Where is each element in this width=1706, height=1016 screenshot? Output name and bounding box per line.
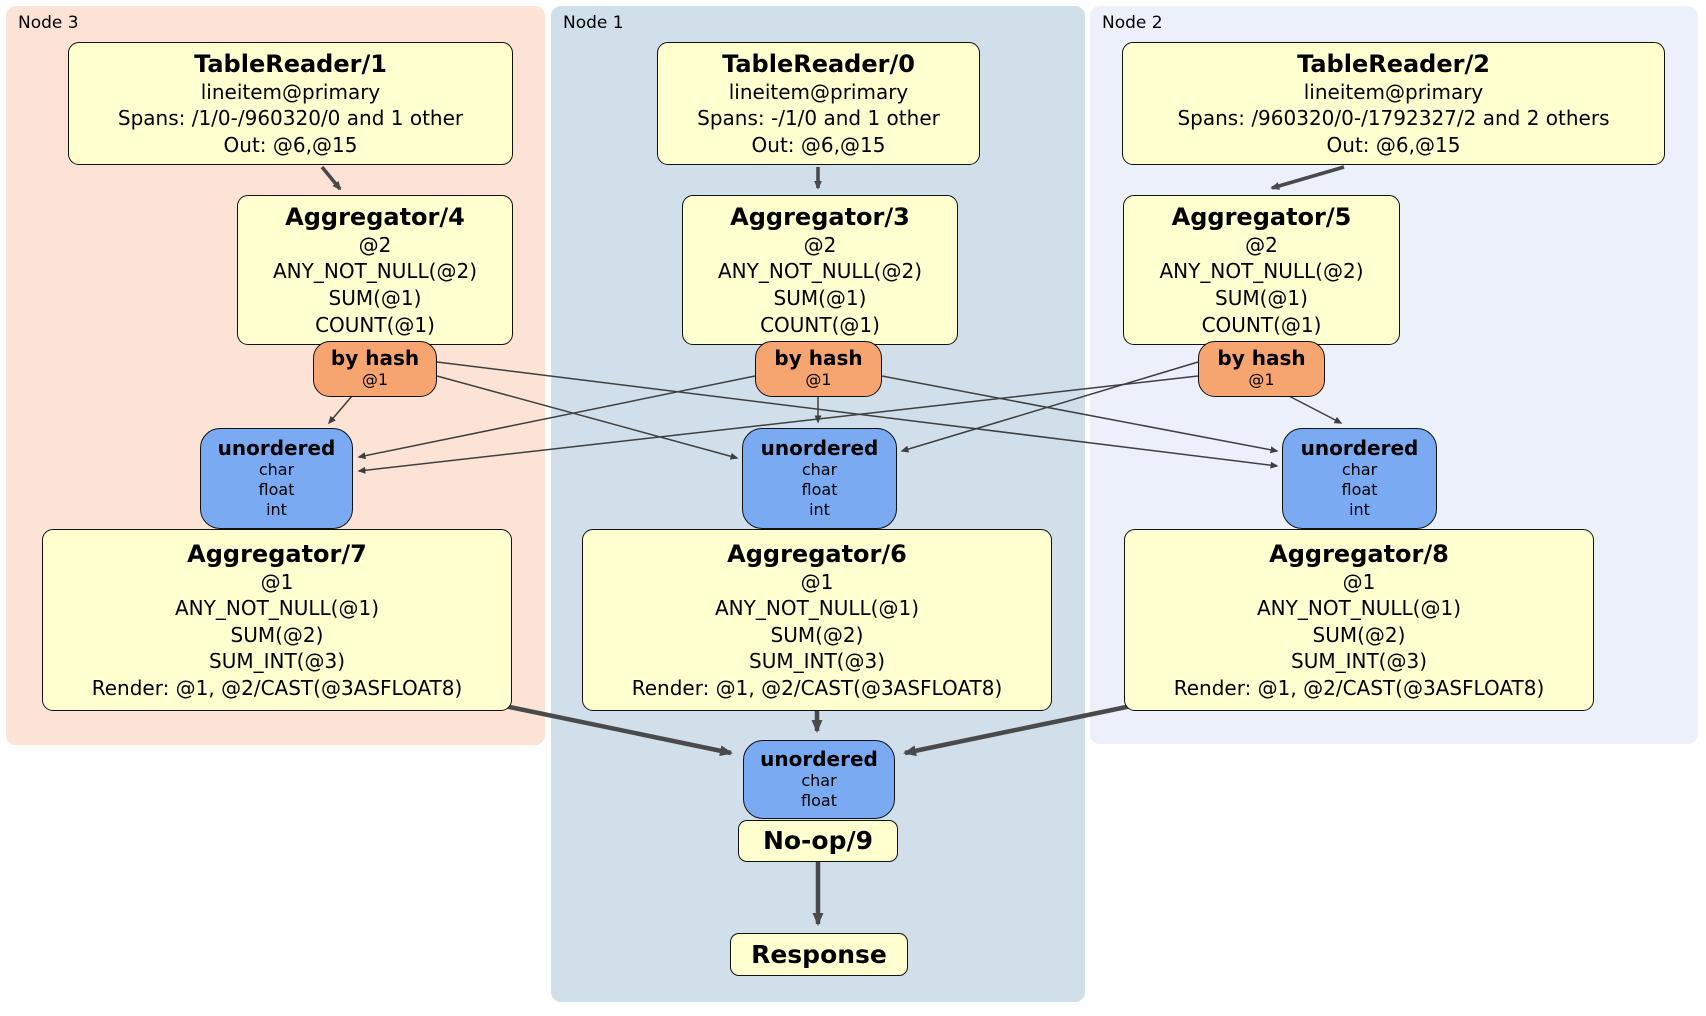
node-line: char [1341, 459, 1378, 479]
node-line: SUM(@2) [1312, 622, 1406, 647]
tablereader-2-node: TableReader/2 lineitem@primary Spans: /9… [1122, 42, 1665, 165]
node-line: Render: @1, @2/CAST(@3ASFLOAT8) [91, 675, 463, 700]
node-title: by hash [1217, 346, 1306, 371]
node-line: COUNT(@1) [760, 312, 880, 337]
node-line: char [801, 770, 837, 790]
node-line: ANY_NOT_NULL(@1) [175, 596, 379, 621]
node-line: @2 [1245, 232, 1278, 257]
node-title: TableReader/2 [1297, 49, 1490, 78]
aggregator-4-node: Aggregator/4 @2 ANY_NOT_NULL(@2) SUM(@1)… [237, 195, 513, 345]
region-label: Node 3 [18, 13, 79, 33]
by-hash-router-node2: by hash @1 [1198, 341, 1325, 397]
tablereader-1-node: TableReader/1 lineitem@primary Spans: /1… [68, 42, 513, 165]
by-hash-router-node3: by hash @1 [313, 341, 437, 397]
node-line: @1 [1248, 370, 1275, 390]
node-line: int [1349, 500, 1370, 520]
node-title: unordered [760, 746, 878, 771]
node-line: lineitem@primary [728, 79, 909, 104]
node-line: Out: @6,@15 [751, 132, 886, 157]
region-label: Node 1 [563, 13, 624, 33]
node-line: Spans: /960320/0-/1792327/2 and 2 others [1177, 106, 1610, 131]
node-line: char [801, 459, 838, 479]
node-title: Aggregator/6 [727, 539, 907, 568]
node-line: @2 [358, 232, 392, 257]
node-title: Aggregator/8 [1269, 539, 1449, 568]
response-node: Response [730, 933, 908, 976]
node-line: Render: @1, @2/CAST(@3ASFLOAT8) [1173, 675, 1545, 700]
node-line: SUM(@2) [230, 622, 324, 647]
node-title: by hash [330, 346, 420, 371]
node-title: unordered [1300, 435, 1419, 460]
tablereader-0-node: TableReader/0 lineitem@primary Spans: -/… [657, 42, 980, 165]
node-line: Spans: /1/0-/960320/0 and 1 other [117, 106, 464, 131]
node-line: SUM(@1) [1215, 286, 1308, 310]
unordered-sync-node3: unordered char float int [200, 428, 353, 529]
by-hash-router-node1: by hash @1 [755, 341, 882, 397]
node-title: unordered [760, 435, 879, 460]
noop-node: No-op/9 [738, 820, 898, 862]
node-line: Out: @6,@15 [223, 132, 358, 157]
node-line: @1 [361, 370, 389, 390]
aggregator-7-node: Aggregator/7 @1 ANY_NOT_NULL(@1) SUM(@2)… [42, 529, 512, 711]
node-line: SUM_INT(@3) [209, 649, 345, 674]
node-title: TableReader/1 [194, 49, 387, 78]
aggregator-3-node: Aggregator/3 @2 ANY_NOT_NULL(@2) SUM(@1)… [682, 195, 958, 345]
node-line: COUNT(@1) [315, 312, 435, 337]
node-line: @1 [1342, 569, 1376, 594]
node-line: int [266, 500, 287, 520]
node-line: Render: @1, @2/CAST(@3ASFLOAT8) [631, 675, 1003, 700]
node-line: SUM(@2) [770, 622, 864, 647]
node-line: Out: @6,@15 [1326, 132, 1461, 157]
node-title: Response [751, 939, 887, 969]
node-line: ANY_NOT_NULL(@1) [715, 596, 919, 621]
node-title: Aggregator/3 [730, 202, 910, 231]
node-line: ANY_NOT_NULL(@2) [718, 259, 922, 284]
node-title: Aggregator/7 [187, 539, 367, 568]
node-line: @2 [803, 232, 837, 257]
node-title: No-op/9 [762, 826, 874, 856]
node-line: SUM(@1) [773, 286, 867, 310]
node-title: TableReader/0 [722, 49, 915, 78]
node-line: ANY_NOT_NULL(@2) [1159, 259, 1364, 284]
node-title: unordered [217, 435, 336, 460]
node-line: int [809, 500, 830, 520]
node-line: Spans: -/1/0 and 1 other [697, 106, 940, 131]
node-line: char [258, 459, 295, 479]
node-line: lineitem@primary [200, 79, 381, 104]
aggregator-5-node: Aggregator/5 @2 ANY_NOT_NULL(@2) SUM(@1)… [1123, 195, 1400, 345]
node-title: Aggregator/4 [285, 202, 465, 231]
node-line: float [258, 479, 295, 499]
node-line: @1 [800, 569, 834, 594]
unordered-sync-node2: unordered char float int [1282, 428, 1437, 529]
node-line: @1 [260, 569, 294, 594]
node-line: lineitem@primary [1303, 79, 1484, 104]
node-line: float [1341, 479, 1378, 499]
node-line: ANY_NOT_NULL(@2) [273, 259, 477, 284]
aggregator-8-node: Aggregator/8 @1 ANY_NOT_NULL(@1) SUM(@2)… [1124, 529, 1594, 711]
aggregator-6-node: Aggregator/6 @1 ANY_NOT_NULL(@1) SUM(@2)… [582, 529, 1052, 711]
node-title: Aggregator/5 [1171, 202, 1352, 231]
node-line: SUM_INT(@3) [749, 649, 885, 674]
unordered-sync-final: unordered char float [743, 740, 895, 819]
node-line: float [801, 479, 838, 499]
unordered-sync-node1: unordered char float int [742, 428, 897, 529]
node-title: by hash [774, 346, 863, 371]
node-line: @1 [805, 370, 832, 390]
region-label: Node 2 [1102, 13, 1163, 33]
node-line: COUNT(@1) [1201, 312, 1322, 337]
node-line: SUM(@1) [328, 286, 422, 310]
node-line: float [801, 791, 837, 810]
node-line: SUM_INT(@3) [1291, 649, 1427, 674]
node-line: ANY_NOT_NULL(@1) [1257, 596, 1461, 621]
